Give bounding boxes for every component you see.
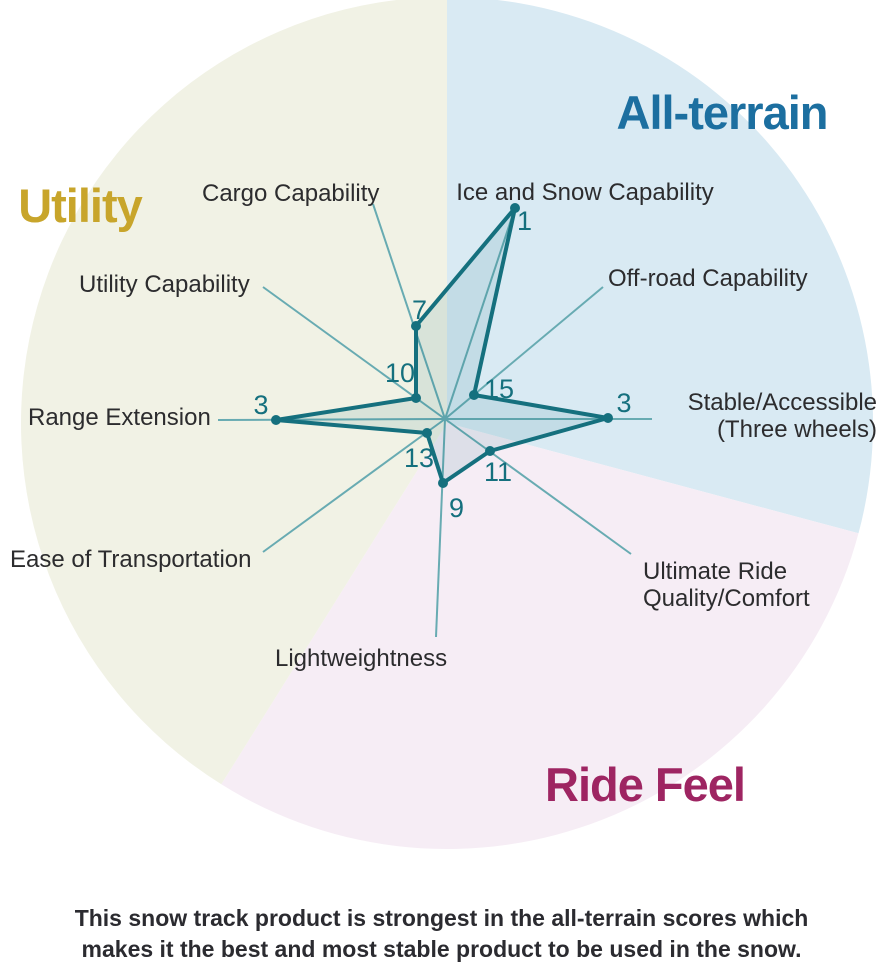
- data-point-ultimate-ride-quality-comfort: [485, 446, 495, 456]
- sector-title-ride-feel: Ride Feel: [545, 758, 745, 811]
- data-point-utility-capability: [411, 393, 421, 403]
- data-point-off-road-capability: [469, 390, 479, 400]
- sector-wedge-all-terrain: [447, 0, 873, 534]
- data-point-ease-of-transportation: [422, 428, 432, 438]
- data-point-range-extension: [271, 415, 281, 425]
- sector-wedge-utility: [20, 0, 447, 785]
- value-label-range-extension: 3: [253, 390, 268, 420]
- value-label-ease-of-transportation: 13: [404, 443, 434, 473]
- spoke-ultimate-ride-quality-comfort: [444, 418, 632, 555]
- data-point-stable-accessible-three-wheels: [603, 413, 613, 423]
- axis-label-stable-accessible-three-wheels: Stable/Accessible: [688, 389, 877, 416]
- axis-label-cargo-capability: Cargo Capability: [202, 180, 379, 207]
- value-label-off-road-capability: 15: [484, 374, 514, 404]
- axis-label-ice-and-snow-capability: Ice and Snow Capability: [456, 179, 713, 206]
- axis-label-off-road-capability: Off-road Capability: [608, 265, 808, 292]
- data-point-ice-and-snow-capability: [510, 203, 520, 213]
- axis-label-utility-capability: Utility Capability: [79, 271, 250, 298]
- spoke-lightweightness: [435, 418, 446, 638]
- axis-label-ultimate-ride-quality-comfort: Ultimate Ride: [643, 558, 787, 585]
- spoke-range-extension: [217, 418, 446, 421]
- value-label-stable-accessible-three-wheels: 3: [616, 388, 631, 418]
- sector-wedge-ride-feel: [221, 423, 859, 850]
- spoke-ease-of-transportation: [262, 418, 446, 553]
- value-label-utility-capability: 10: [385, 358, 415, 388]
- axis-label-stable-accessible-three-wheels: (Three wheels): [717, 416, 877, 443]
- sector-title-all-terrain: All-terrain: [617, 86, 828, 139]
- caption-line-1: This snow track product is strongest in …: [74, 905, 809, 931]
- axis-label-lightweightness: Lightweightness: [275, 645, 447, 672]
- spoke-cargo-capability: [372, 203, 446, 420]
- value-label-ultimate-ride-quality-comfort: 11: [484, 457, 512, 487]
- value-label-cargo-capability: 7: [412, 295, 427, 325]
- axis-label-ultimate-ride-quality-comfort: Quality/Comfort: [643, 585, 810, 612]
- data-point-lightweightness: [438, 478, 448, 488]
- caption: This snow track product is strongest in …: [0, 903, 883, 965]
- value-label-lightweightness: 9: [449, 493, 464, 523]
- axis-label-range-extension: Range Extension: [28, 404, 211, 431]
- radar-polygon: [274, 206, 610, 485]
- spoke-ice-and-snow-capability: [444, 207, 516, 420]
- caption-line-2: makes it the best and most stable produc…: [81, 936, 802, 962]
- axis-label-ease-of-transportation: Ease of Transportation: [10, 546, 251, 573]
- value-label-ice-and-snow-capability: 1: [517, 206, 532, 236]
- sector-title-utility: Utility: [18, 179, 142, 232]
- data-point-cargo-capability: [411, 321, 421, 331]
